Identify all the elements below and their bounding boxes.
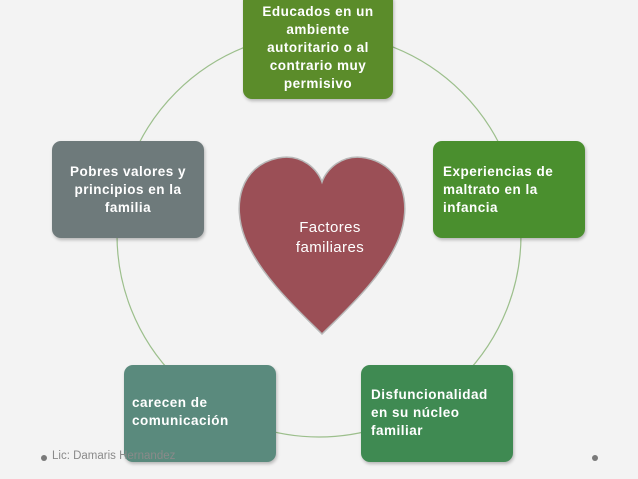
node-childhood-abuse: Experiencias de maltrato en la infancia <box>433 141 585 238</box>
node-label: Educados en un ambiente autoritario o al… <box>262 4 374 91</box>
node-authoritarian-upbringing: Educados en un ambiente autoritario o al… <box>243 0 393 99</box>
center-label: Factores familiares <box>295 219 365 256</box>
node-label: carecen de comunicación <box>132 395 229 428</box>
node-lack-of-communication: carecen de comunicación <box>124 365 276 462</box>
node-family-dysfunction: Disfuncionalidad en su núcleo familiar <box>361 365 513 462</box>
footer-bullet-left <box>41 455 47 461</box>
node-label: Experiencias de maltrato en la infancia <box>443 164 554 215</box>
node-poor-values: Pobres valores y principios en la famili… <box>52 141 204 238</box>
heart-shape <box>238 156 406 336</box>
node-label: Disfuncionalidad en su núcleo familiar <box>371 387 488 438</box>
footer-author: Lic: Damaris Hernandez <box>52 450 176 462</box>
node-label: Pobres valores y principios en la famili… <box>69 164 187 215</box>
footer-bullet-right <box>592 455 598 461</box>
